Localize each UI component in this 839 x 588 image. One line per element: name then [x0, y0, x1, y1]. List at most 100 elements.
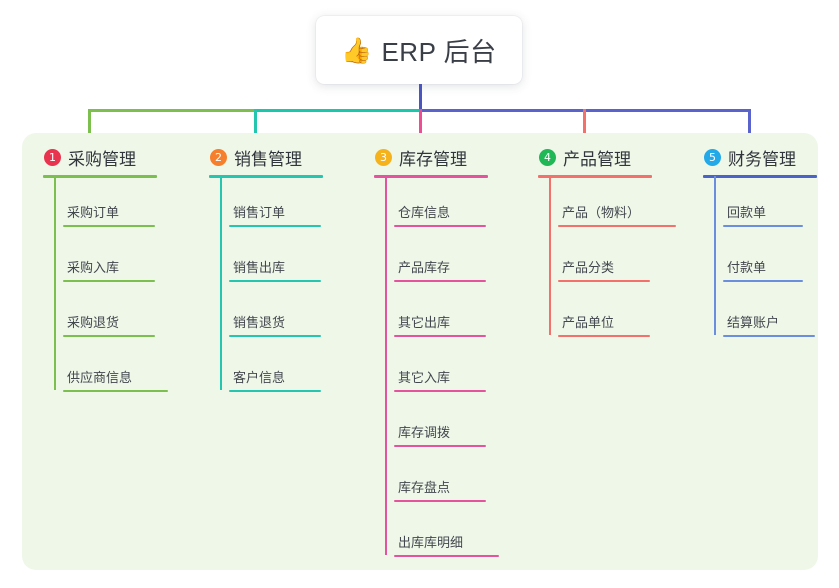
column-title-4: 产品管理 — [563, 149, 631, 169]
leaf-item-rule — [394, 280, 486, 282]
column-spine-5 — [714, 176, 716, 335]
leaf-item-label: 库存盘点 — [398, 480, 451, 495]
root-node-title: ERP 后台 — [381, 36, 497, 67]
bus-segment-mid — [254, 109, 419, 112]
leaf-item-rule — [558, 225, 676, 227]
leaf-item-label: 仓库信息 — [398, 205, 451, 220]
leaf-item[interactable]: 销售退货 — [229, 315, 321, 337]
column-4: 4 产品管理产品（物料） 产品分类产品单位 — [528, 145, 678, 337]
column-2: 2 销售管理销售订单销售出库销售退货客户信息 — [199, 145, 349, 392]
leaf-item-rule — [558, 335, 650, 337]
column-spine-2 — [220, 176, 222, 390]
leaf-item[interactable]: 库存盘点 — [394, 480, 486, 502]
leaf-item-label: 销售订单 — [233, 205, 286, 220]
column-badge-5: 5 — [704, 148, 721, 166]
leaf-item-label: 供应商信息 — [67, 370, 133, 385]
branch-drop-3 — [419, 109, 422, 156]
leaf-item-label: 采购退货 — [67, 315, 120, 330]
leaf-item[interactable]: 产品库存 — [394, 260, 486, 282]
leaf-item[interactable]: 采购订单 — [63, 205, 155, 227]
column-header-rule-3 — [374, 175, 488, 178]
leaf-item[interactable]: 库存调拨 — [394, 425, 486, 447]
column-badge-3: 3 — [375, 148, 392, 166]
leaf-item-rule — [394, 445, 486, 447]
leaf-item-label: 回款单 — [727, 205, 767, 220]
leaf-item[interactable]: 其它出库 — [394, 315, 486, 337]
column-spine-4 — [549, 176, 551, 335]
column-header-2[interactable]: 2 销售管理 — [199, 145, 349, 169]
column-title-2: 销售管理 — [234, 149, 302, 169]
leaf-item[interactable]: 其它入库 — [394, 370, 486, 392]
leaf-item-rule — [63, 390, 168, 392]
column-badge-4: 4 — [539, 148, 556, 166]
leaf-item-label: 其它出库 — [398, 315, 451, 330]
column-header-1[interactable]: 1 采购管理 — [33, 145, 183, 169]
column-3: 3 库存管理仓库信息产品库存其它出库其它入库库存调拨库存盘点出库库明细 — [364, 145, 514, 557]
leaf-item[interactable]: 销售出库 — [229, 260, 321, 282]
column-badge-2: 2 — [210, 148, 227, 166]
column-header-rule-1 — [43, 175, 157, 178]
leaf-item[interactable]: 产品单位 — [558, 315, 650, 337]
leaf-item-label: 销售出库 — [233, 260, 286, 275]
column-spine-3 — [385, 176, 387, 555]
leaf-item[interactable]: 出库库明细 — [394, 535, 499, 557]
leaf-item-label: 产品分类 — [562, 260, 615, 275]
leaf-item[interactable]: 产品分类 — [558, 260, 650, 282]
leaf-item-label: 其它入库 — [398, 370, 451, 385]
leaf-item-label: 产品单位 — [562, 315, 615, 330]
leaf-item[interactable]: 客户信息 — [229, 370, 321, 392]
leaf-item[interactable]: 销售订单 — [229, 205, 321, 227]
leaf-item[interactable]: 产品（物料） — [558, 205, 676, 227]
leaf-item-rule — [394, 555, 499, 557]
leaf-item-rule — [229, 390, 321, 392]
leaf-item-rule — [229, 335, 321, 337]
leaf-item-label: 销售退货 — [233, 315, 286, 330]
diagram-panel — [22, 133, 818, 570]
leaf-item[interactable]: 采购退货 — [63, 315, 155, 337]
branch-drop-5 — [748, 109, 751, 156]
leaf-item[interactable]: 仓库信息 — [394, 205, 486, 227]
branch-drop-2 — [254, 109, 257, 156]
leaf-item-label: 采购订单 — [67, 205, 120, 220]
column-title-3: 库存管理 — [399, 149, 467, 169]
leaf-item-label: 产品库存 — [398, 260, 451, 275]
column-badge-1: 1 — [44, 148, 61, 166]
leaf-item[interactable]: 回款单 — [723, 205, 803, 227]
leaf-item-rule — [723, 335, 815, 337]
column-title-1: 采购管理 — [68, 149, 136, 169]
leaf-item-label: 采购入库 — [67, 260, 120, 275]
bus-segment-left — [88, 109, 254, 112]
leaf-item[interactable]: 结算账户 — [723, 315, 815, 337]
leaf-item-label: 客户信息 — [233, 370, 286, 385]
leaf-item-rule — [63, 335, 155, 337]
column-spine-1 — [54, 176, 56, 390]
root-node-card[interactable]: 👍 ERP 后台 — [316, 16, 522, 84]
leaf-item-rule — [558, 280, 650, 282]
column-header-4[interactable]: 4 产品管理 — [528, 145, 678, 169]
leaf-item-rule — [394, 500, 486, 502]
leaf-item-rule — [229, 280, 321, 282]
column-header-rule-5 — [703, 175, 817, 178]
leaf-item-label: 出库库明细 — [398, 535, 464, 550]
branch-drop-4 — [583, 109, 586, 156]
leaf-item[interactable]: 采购入库 — [63, 260, 155, 282]
leaf-item-label: 库存调拨 — [398, 425, 451, 440]
branch-drop-1 — [88, 109, 91, 156]
column-header-rule-4 — [538, 175, 652, 178]
leaf-item[interactable]: 付款单 — [723, 260, 803, 282]
column-header-3[interactable]: 3 库存管理 — [364, 145, 514, 169]
leaf-item-rule — [394, 390, 486, 392]
column-5: 5 财务管理回款单付款单结算账户 — [693, 145, 839, 337]
leaf-item[interactable]: 供应商信息 — [63, 370, 168, 392]
column-1: 1 采购管理采购订单采购入库采购退货供应商信息 — [33, 145, 183, 392]
column-header-5[interactable]: 5 财务管理 — [693, 145, 839, 169]
trunk-line — [419, 84, 422, 112]
leaf-item-label: 产品（物料） — [562, 205, 641, 220]
leaf-item-rule — [63, 280, 155, 282]
leaf-item-rule — [394, 225, 486, 227]
column-title-5: 财务管理 — [728, 149, 796, 169]
leaf-item-label: 付款单 — [727, 260, 767, 275]
thumbs-up-icon: 👍 — [341, 35, 373, 65]
leaf-item-rule — [723, 280, 803, 282]
